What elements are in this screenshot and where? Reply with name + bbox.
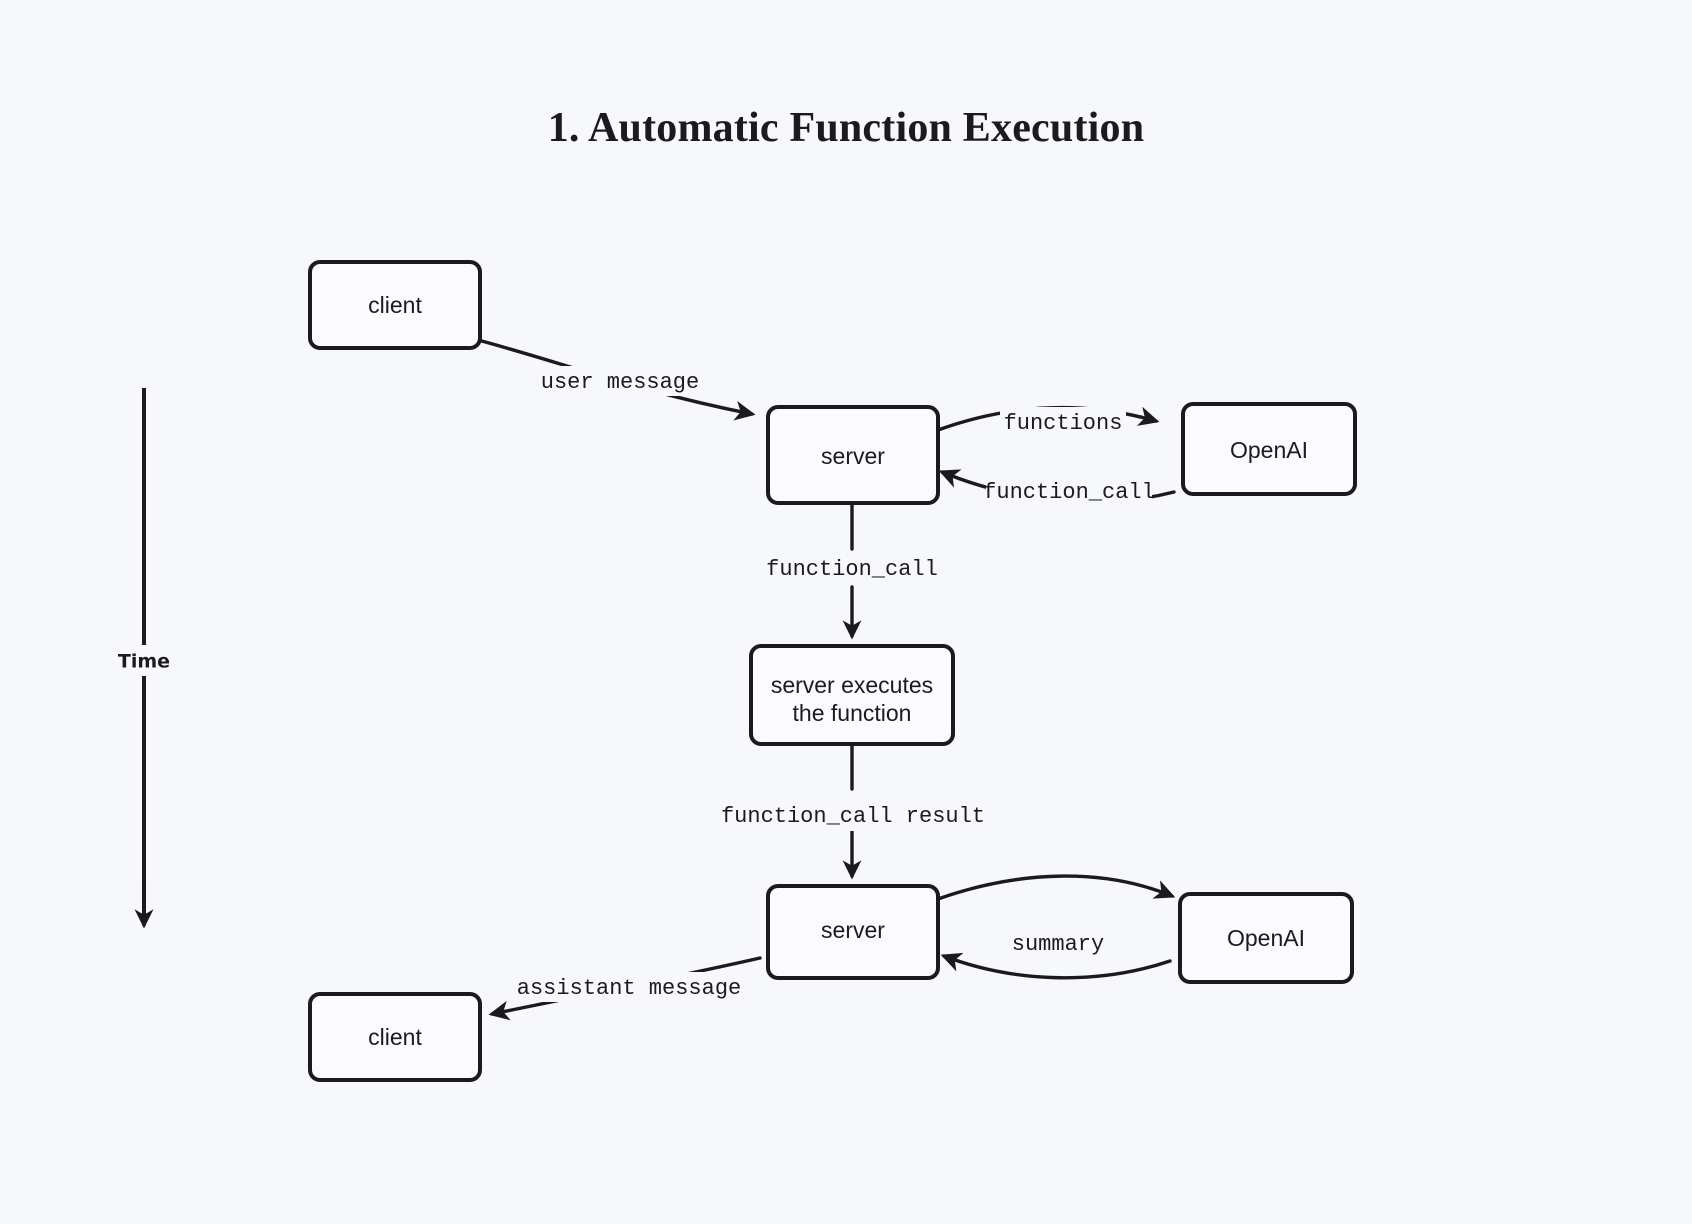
label-knockout: [540, 366, 700, 396]
node-server-top[interactable]: server: [766, 405, 940, 505]
node-openai-top[interactable]: OpenAI: [1181, 402, 1357, 496]
edge-function-call-result-label: function_call result: [721, 804, 985, 829]
label-knockout: [730, 801, 976, 831]
edge-summary-label: summary: [1012, 932, 1104, 957]
node-openai-bottom[interactable]: OpenAI: [1178, 892, 1354, 984]
edge-user-message-label-group: user message: [540, 366, 700, 396]
node-server-bottom-label: server: [821, 917, 885, 943]
node-executor-label-line2: the function: [793, 700, 912, 726]
node-openai-bottom-box[interactable]: [1178, 892, 1354, 984]
edge-summary-line: [940, 952, 1172, 980]
edge-function-call-return-label: function_call: [983, 480, 1155, 505]
edge-user-message-label: user message: [541, 370, 699, 395]
node-openai-bottom-label: OpenAI: [1227, 925, 1305, 951]
page-title: 1. Automatic Function Execution: [547, 105, 1145, 151]
label-knockout: [524, 972, 734, 1002]
time-axis-label: Time: [118, 651, 170, 673]
node-server-bottom[interactable]: server: [766, 884, 940, 980]
edge-functions-label: functions: [1004, 411, 1123, 436]
edge-function-call-result-label-group: function_call result: [721, 801, 985, 831]
edge-function-call-down-label-group: function_call: [766, 553, 938, 583]
edge-function-call-return-label-group: function_call: [983, 476, 1155, 506]
node-client-top-label: client: [368, 292, 422, 318]
edge-function-call-down-label: function_call: [766, 557, 938, 582]
node-server-bottom-box[interactable]: [766, 884, 940, 980]
label-knockout: [769, 553, 935, 583]
edge-functions-label-group: functions: [1000, 407, 1126, 437]
node-client-top-box[interactable]: [308, 260, 482, 350]
node-executor[interactable]: server executes the function: [749, 644, 955, 746]
time-axis: Time: [118, 388, 170, 929]
node-executor-label-line1: server executes: [771, 672, 933, 698]
node-client-bottom-box[interactable]: [308, 992, 482, 1082]
edge-summary-request-line: [936, 874, 1176, 901]
label-knockout: [1000, 928, 1116, 958]
edge-summary-label-group: summary: [1000, 928, 1116, 958]
node-executor-box[interactable]: [749, 644, 955, 746]
node-client-bottom[interactable]: client: [308, 992, 482, 1082]
node-client-bottom-label: client: [368, 1024, 422, 1050]
edge-assistant-message-label-group: assistant message: [517, 972, 741, 1002]
node-server-top-label: server: [821, 443, 885, 469]
node-openai-top-label: OpenAI: [1230, 437, 1308, 463]
label-knockout: [986, 476, 1152, 506]
node-openai-top-box[interactable]: [1181, 402, 1357, 496]
edge-assistant-message-label: assistant message: [517, 976, 741, 1001]
node-client-top[interactable]: client: [308, 260, 482, 350]
label-knockout: [1000, 407, 1126, 437]
node-server-top-box[interactable]: [766, 405, 940, 505]
